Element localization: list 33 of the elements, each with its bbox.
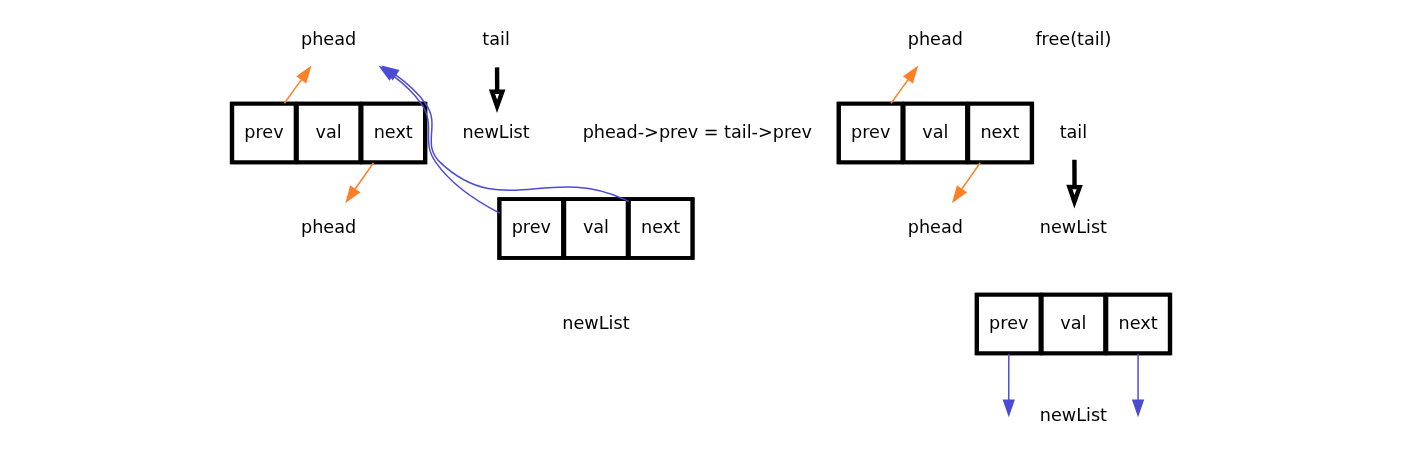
node-box: prev (230, 101, 298, 165)
node-text: phead (907, 29, 963, 50)
node-text: phead (301, 217, 357, 238)
node-box: prev (975, 292, 1043, 356)
node-box: next (966, 101, 1034, 165)
arrow (1066, 159, 1083, 209)
node-text: phead (907, 217, 963, 238)
node-text: phead (301, 29, 357, 50)
label: newList (562, 312, 630, 333)
arrow (283, 65, 312, 104)
node-box: next (1104, 292, 1172, 356)
arrow (381, 65, 630, 203)
node-box: prev (497, 197, 565, 260)
node-box: prev (837, 101, 905, 165)
arrow (1131, 353, 1145, 418)
node-text: newList (462, 121, 530, 142)
node-text: newList (1039, 217, 1108, 238)
label: newList (1039, 405, 1108, 426)
arrow (890, 65, 919, 104)
arrow (1002, 353, 1015, 418)
arrow (488, 67, 506, 114)
node-box: val (562, 197, 630, 260)
node-text: tail (1059, 121, 1088, 142)
node-text: tail (482, 29, 510, 50)
arrow (951, 162, 981, 204)
node-box: next (359, 101, 427, 165)
label: free(tail) (1035, 29, 1112, 50)
arrow (345, 162, 375, 204)
label: phead->prev = tail->prev (582, 121, 813, 142)
node-box: val (1040, 292, 1107, 356)
node-box: next (627, 197, 695, 260)
node-box: val (901, 101, 969, 165)
node-box: val (295, 101, 362, 165)
